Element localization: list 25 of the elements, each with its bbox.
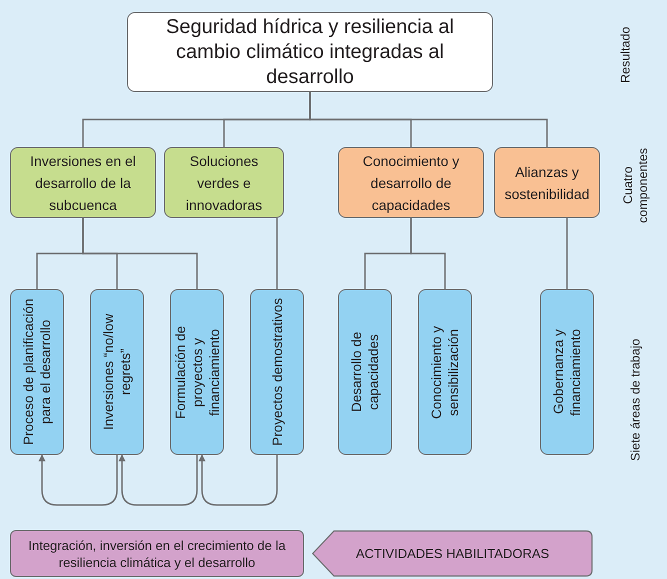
row-label: Siete áreas de trabajo <box>628 338 644 464</box>
connector-line <box>309 92 548 147</box>
connector-line <box>82 218 198 289</box>
row-label: Resultado <box>618 26 634 86</box>
work-area-box: Conocimiento y sensibilización <box>418 289 472 455</box>
row-label: Cuatro componentes <box>620 146 651 225</box>
pentagon-callout: ACTIVIDADES HABILITADORAS <box>312 530 593 577</box>
outcome-box: Seguridad hídrica y resiliencia al cambio climático integradas al desarrollo <box>127 12 493 92</box>
curved-arrow <box>38 454 118 506</box>
component-box: Inversiones en el desarrollo de la subcuenca <box>10 147 156 218</box>
component-box: Alianzas y sostenibilidad <box>494 147 600 218</box>
curved-arrow <box>198 454 278 506</box>
work-area-box: Gobernanza y financiamiento <box>540 289 594 455</box>
component-box: Soluciones verdes e innovadoras <box>164 147 284 218</box>
work-area-box: Proyectos demostrativos <box>250 289 304 455</box>
activity-box: Integración, inversión en el crecimiento de la resiliencia climática y el desarrollo <box>10 530 304 577</box>
curved-arrow <box>118 454 198 506</box>
work-area-box: Formulación de proyectos y financiamiento <box>170 289 224 455</box>
connector-line <box>566 218 568 289</box>
connector-line <box>276 218 278 289</box>
work-area-box: Desarrollo de capacidades <box>338 289 392 455</box>
component-box: Conocimiento y desarrollo de capacidades <box>338 147 484 218</box>
work-area-box: Proceso de planificación para el desarrollo <box>10 289 64 455</box>
work-area-box: Inversiones “no/low regrets” <box>90 289 144 455</box>
connector-line <box>410 218 446 289</box>
